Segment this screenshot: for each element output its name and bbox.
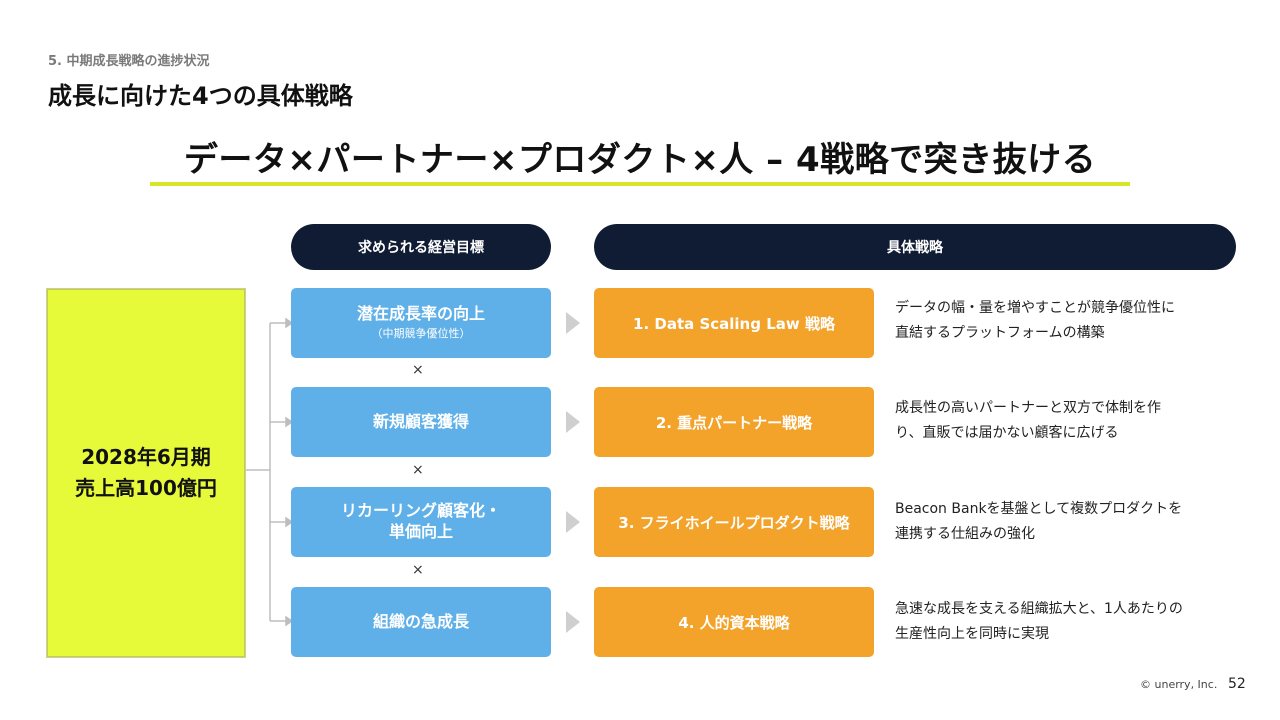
goal-recurring: リカーリング顧客化・ 単価向上: [291, 487, 551, 557]
goal-potential-growth: 潜在成長率の向上 （中期競争優位性）: [291, 288, 551, 358]
description-line: り、直販では届かない顧客に広げる: [895, 424, 1119, 441]
chevron-right-icon: [566, 511, 580, 533]
chevron-right-icon: [566, 611, 580, 633]
target-box: 2028年6月期 売上高100億円: [46, 288, 246, 658]
goal-label: リカーリング顧客化・: [340, 501, 501, 521]
strategy-description: Beacon Bankを基盤として複数プロダクトを 連携する仕組みの強化: [895, 497, 1235, 546]
strategy-data-scaling: 1. Data Scaling Law 戦略: [594, 288, 874, 358]
description-line: 急速な成長を支える組織拡大と、1人あたりの: [895, 601, 1183, 617]
strategy-description: 成長性の高いパートナーと双方で体制を作 り、直販では届かない顧客に広げる: [895, 396, 1235, 445]
cross-symbol: ×: [412, 462, 424, 478]
chevron-right-icon: [566, 411, 580, 433]
copyright: © unerry, Inc.: [1140, 678, 1218, 691]
headline-underline: [150, 182, 1130, 186]
section-label: 5. 中期成長戦略の進捗状況: [48, 54, 210, 69]
page-title: 成長に向けた4つの具体戦略: [48, 82, 353, 110]
cross-symbol: ×: [412, 562, 424, 578]
description-line: Beacon Bankを基盤として複数プロダクトを: [895, 501, 1183, 517]
target-period: 2028年6月期: [81, 445, 211, 469]
strategy-description: データの幅・量を増やすことが競争優位性に 直結するプラットフォームの構築: [895, 296, 1235, 345]
strategy-partner: 2. 重点パートナー戦略: [594, 387, 874, 457]
chevron-right-icon: [566, 312, 580, 334]
goal-label: 新規顧客獲得: [372, 411, 469, 431]
goal-new-customers: 新規顧客獲得: [291, 387, 551, 457]
page-number: 52: [1228, 676, 1246, 692]
goal-sublabel: （中期競争優位性）: [371, 327, 471, 341]
strategy-description: 急速な成長を支える組織拡大と、1人あたりの 生産性向上を同時に実現: [895, 597, 1235, 646]
target-revenue: 売上高100億円: [75, 476, 217, 500]
strategy-flywheel: 3. フライホイールプロダクト戦略: [594, 487, 874, 557]
goal-label: 組織の急成長: [372, 611, 469, 631]
strategy-human-capital: 4. 人的資本戦略: [594, 587, 874, 657]
description-line: 生産性向上を同時に実現: [895, 625, 1049, 642]
tree-connector: [246, 317, 294, 627]
goal-label-line2: 単価向上: [388, 522, 453, 541]
description-line: データの幅・量を増やすことが競争優位性に: [895, 300, 1175, 316]
description-line: 直結するプラットフォームの構築: [895, 324, 1105, 341]
goal-label: 潜在成長率の向上: [356, 304, 485, 324]
cross-symbol: ×: [412, 362, 424, 378]
description-line: 成長性の高いパートナーと双方で体制を作: [895, 400, 1161, 416]
headline: データ×パートナー×プロダクト×人 – 4戦略で突き抜ける: [183, 140, 1097, 180]
goals-column-header: 求められる経営目標: [291, 224, 551, 270]
goal-organization: 組織の急成長: [291, 587, 551, 657]
description-line: 連携する仕組みの強化: [895, 525, 1035, 542]
strategies-column-header: 具体戦略: [594, 224, 1236, 270]
